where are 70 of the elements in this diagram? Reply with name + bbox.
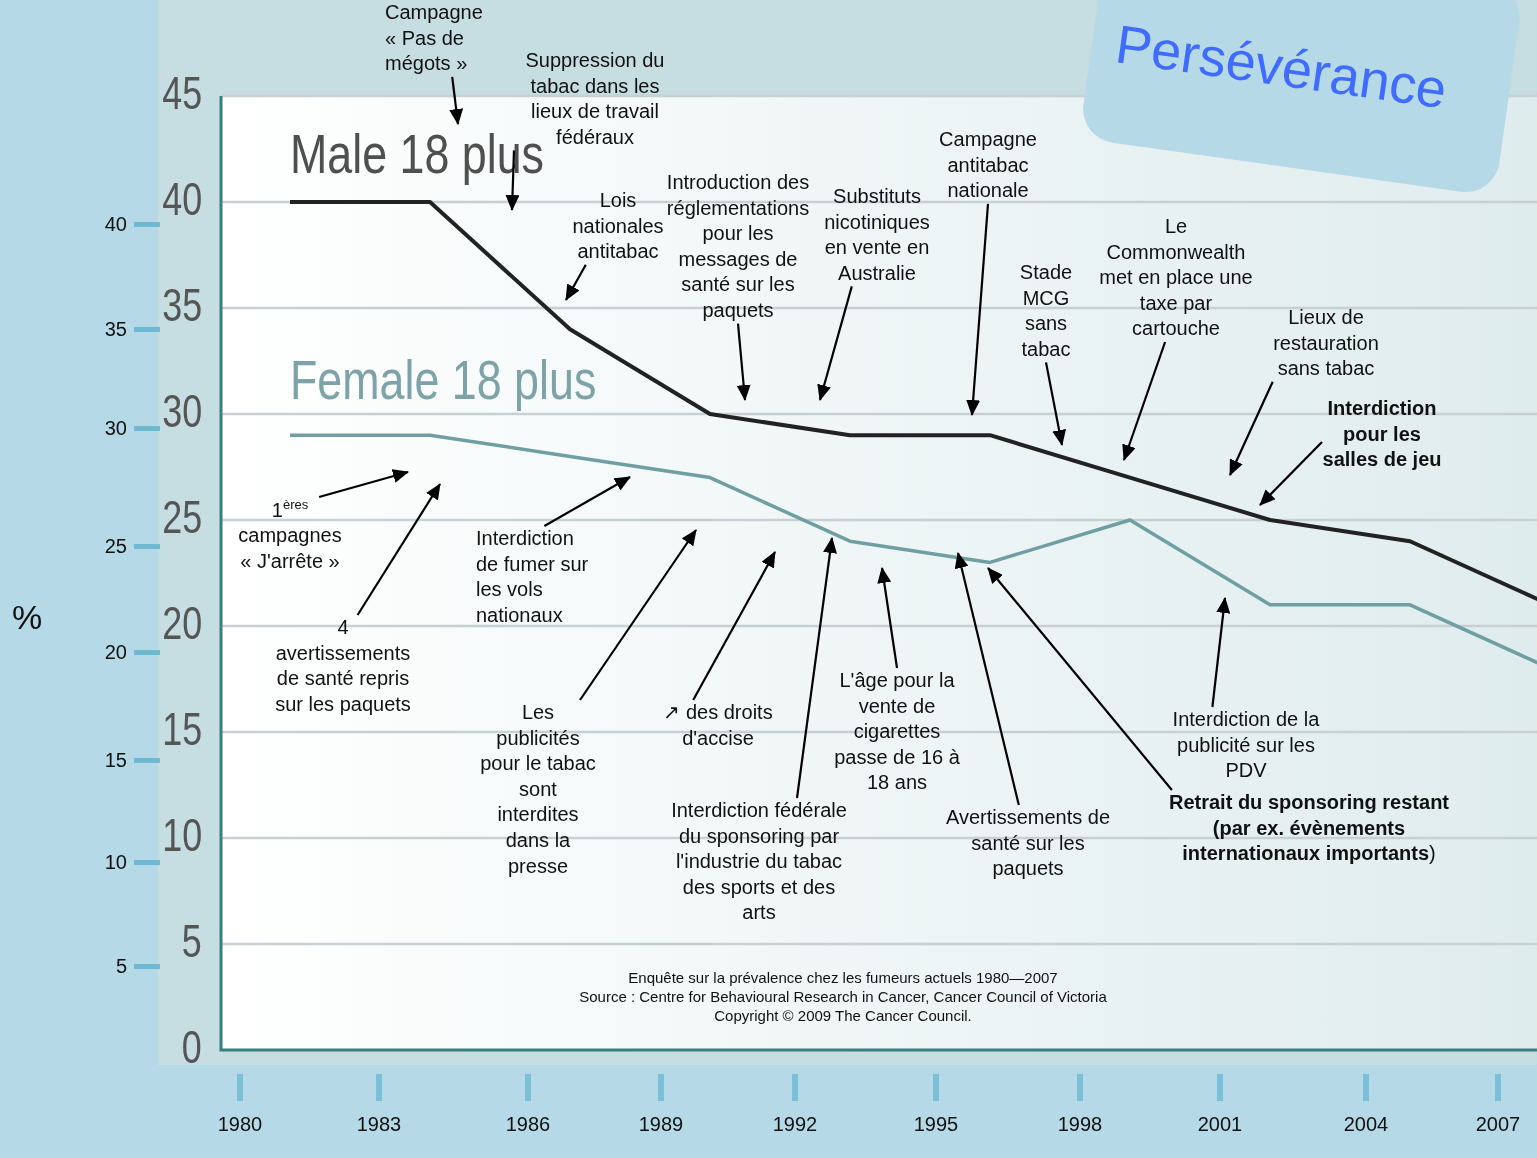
annotation-text: 4 avertissements de santé repris sur les paquets	[270, 615, 416, 718]
source-note: Copyright © 2009 The Cancer Council.	[714, 1007, 972, 1025]
arrow	[692, 551, 776, 701]
arrow	[966, 203, 990, 416]
axis-tick-label: 30	[162, 388, 202, 434]
axis-tick-label: 1983	[356, 1114, 402, 1134]
arrow	[565, 264, 587, 301]
arrow	[449, 76, 464, 125]
axis-tick-label: 1995	[913, 1114, 959, 1134]
title: Persévérance	[1112, 16, 1450, 117]
annotation-text: Interdiction de la publicité sur les PDV	[1162, 707, 1330, 784]
axis-tick-label: 45	[162, 70, 202, 116]
arrow	[543, 476, 631, 527]
axis-tick-label: 10	[162, 812, 202, 858]
arrow	[1259, 441, 1323, 506]
axis-tick-label: 1980	[217, 1114, 263, 1134]
arrow	[954, 552, 1020, 806]
arrow	[877, 567, 899, 669]
annotation-text: Les publicités pour le tabac sont interdites dans la presse	[478, 700, 598, 880]
annotation-text: Lieux de restauration sans tabac	[1264, 305, 1388, 382]
annotation-text: ↗ des droits d'accise	[656, 700, 780, 752]
arrow	[795, 537, 837, 799]
axis-label: 5	[115, 956, 127, 976]
annotation-text: Interdiction pour les salles de jeu	[1322, 396, 1442, 473]
axis-tick-label: 1989	[638, 1114, 684, 1134]
axis-tick-label: 40	[162, 176, 202, 222]
axis-title: %	[12, 600, 43, 634]
axis-tick-label: 1986	[505, 1114, 551, 1134]
axis-tick-label: 0	[182, 1024, 202, 1070]
axis-tick-label: 2007	[1475, 1114, 1521, 1134]
source-note: Source : Centre for Behavioural Research in Cancer, Cancer Council of Victoria	[579, 988, 1107, 1006]
annotation-text: Stade MCG sans tabac	[1008, 260, 1084, 363]
annotation-text: Interdiction fédérale du sponsoring par l'industrie du tabac des sports et des arts	[664, 798, 854, 926]
axis-label: 40	[104, 214, 127, 234]
arrow	[987, 567, 1173, 791]
arrow	[1211, 597, 1231, 708]
annotation-text: Campagne « Pas de mégots »	[385, 0, 497, 77]
arrow	[817, 286, 853, 401]
source-note: Enquête sur la prévalence chez les fumeurs actuels 1980—2007	[628, 969, 1058, 987]
axis-label: 25	[104, 536, 127, 556]
axis-label: 10	[104, 852, 127, 872]
annotation-text: Le Commonwealth met en place une taxe par cartouche	[1098, 214, 1254, 342]
annotation-text: Introduction des réglementations pour les messages de santé sur les paquets	[664, 170, 812, 324]
arrow	[1229, 381, 1274, 476]
axis-tick-label: 2004	[1343, 1114, 1389, 1134]
axis-tick-label: 15	[162, 706, 202, 752]
axis-tick-label: 25	[162, 494, 202, 540]
axis-label: 30	[104, 418, 127, 438]
annotation-text: Interdiction de fumer sur les vols nationaux	[476, 526, 590, 629]
arrow	[318, 469, 409, 499]
axis-tick-label: 1992	[772, 1114, 818, 1134]
annotation-text: 1$^{ères}$ campagnes « J'arrête »	[234, 497, 346, 575]
annotation-text: Retrait du sponsoring restant (par ex. évènements internationaux importants)	[1160, 790, 1458, 867]
arrow	[356, 483, 441, 616]
axis-label: 15	[104, 750, 127, 770]
axis-label: 35	[104, 319, 127, 339]
arrow	[505, 150, 520, 211]
annotation-text: Lois nationales antitabac	[572, 188, 664, 265]
axis-tick-label: 5	[182, 918, 202, 964]
axis-tick-label: 2001	[1197, 1114, 1243, 1134]
annotation-text: L'âge pour la vente de cigarettes passe de 16 à 18 ans	[828, 668, 966, 796]
annotation-text: Avertissements de santé sur les paquets	[936, 805, 1120, 882]
arrow	[1122, 341, 1167, 461]
axis-label: 20	[104, 642, 127, 662]
axis-tick-label: 35	[162, 282, 202, 328]
axis-tick-label: 1998	[1057, 1114, 1103, 1134]
arrow	[579, 529, 697, 701]
arrow	[736, 323, 751, 401]
arrow	[1044, 362, 1066, 446]
axis-tick-label: 20	[162, 600, 202, 646]
